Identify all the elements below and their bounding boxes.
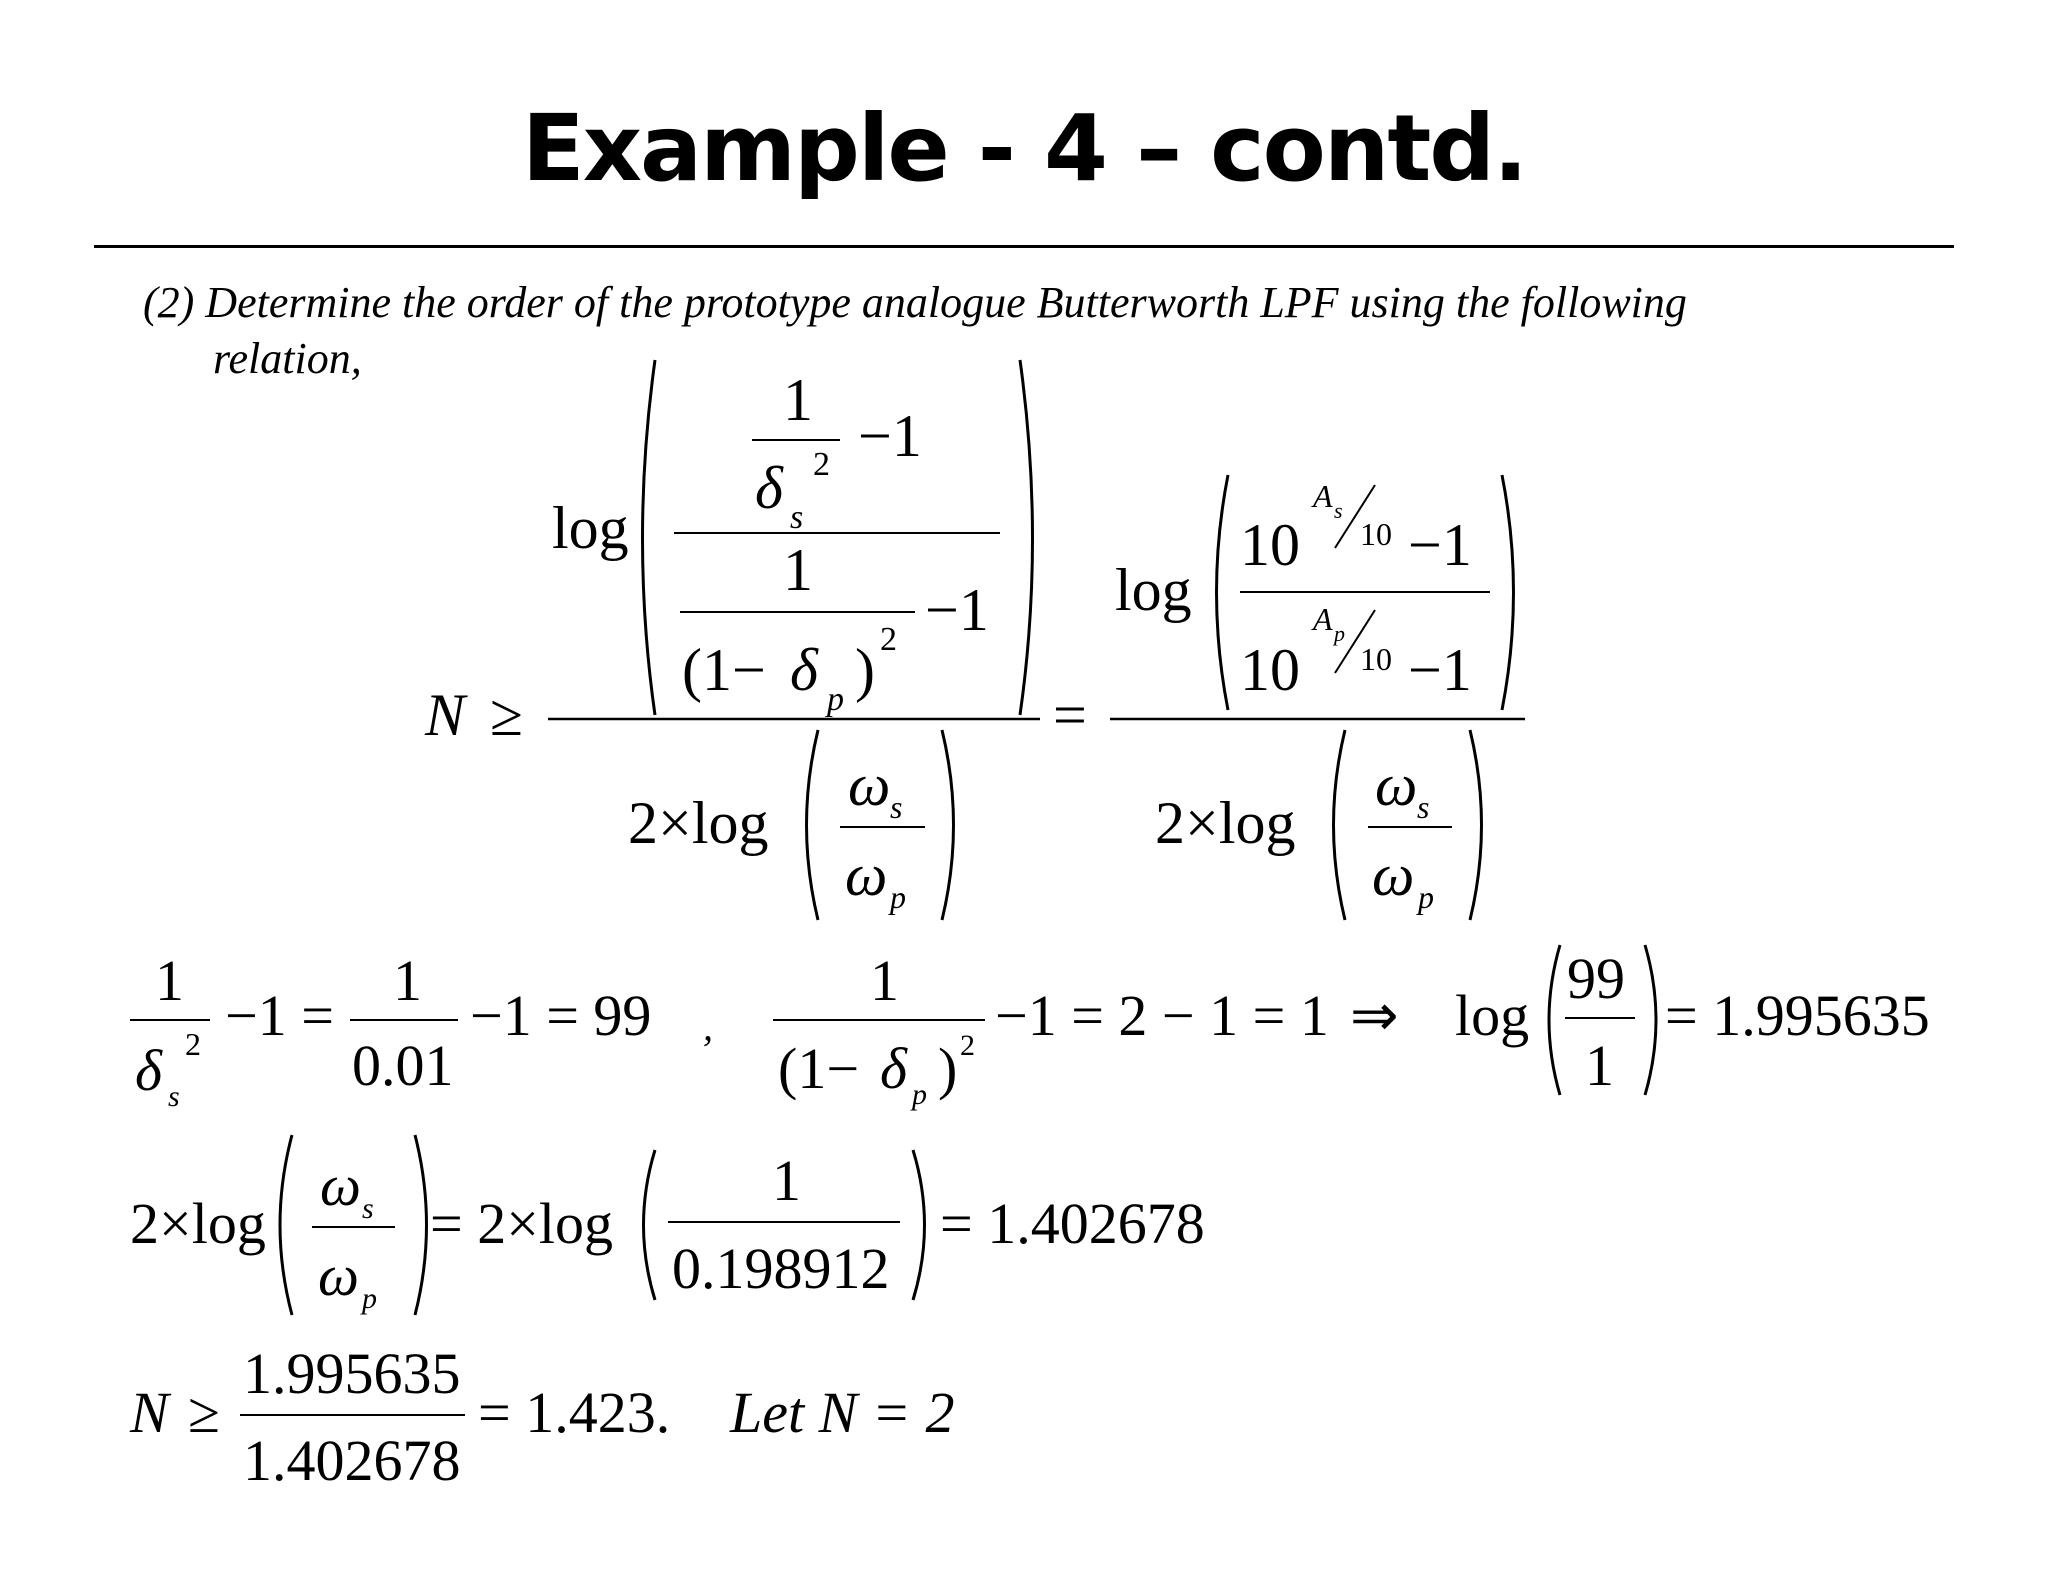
close-paren-b: ) [855, 637, 875, 703]
l3-N: N [129, 1380, 172, 1445]
one-minus-open-b: (1− [682, 637, 766, 703]
l1-part3: −1 = 2 − 1 = 1 [995, 983, 1329, 1048]
exp-slash-a [1334, 484, 1376, 549]
l3-let: Let N = 2 [729, 1380, 954, 1445]
ten-b: 10 [1240, 637, 1300, 703]
l1-paren-close [1643, 944, 1658, 1096]
l2-mid: = 2×log [430, 1191, 613, 1256]
l1-part2: −1 = 99 [470, 983, 651, 1048]
l1-comma: , [703, 1004, 713, 1049]
l3-num: 1.995635 [243, 1341, 461, 1406]
sub-s-right: s [1417, 789, 1429, 825]
paren-close-right [1500, 474, 1515, 711]
sub-p-right: p [1416, 879, 1434, 915]
l1-ninety-nine: 99 [1567, 946, 1625, 1011]
l1-one-d: 1 [1585, 1033, 1614, 1098]
l1-implies: ⇒ [1350, 983, 1399, 1048]
l1-sup-2: 2 [185, 1026, 201, 1062]
title-divider [94, 245, 1954, 248]
l2-paren-open [278, 1134, 294, 1316]
ten-a: 10 [1240, 512, 1300, 578]
exp-A-p: A [1311, 601, 1333, 637]
sub-p-b: p [825, 681, 844, 718]
l1-sup-2-b: 2 [960, 1029, 975, 1062]
sup-2-b: 2 [880, 621, 897, 658]
l1-delta-s: δ [135, 1038, 163, 1103]
slide-title: Example - 4 – contd. [521, 95, 1528, 202]
left-paren-big [641, 359, 657, 716]
computation-line-1: 1 δ s 2 −1 = 1 0.01 −1 = 99 , 1 (1− δ p … [130, 944, 1930, 1113]
delta-p-b: δ [790, 637, 819, 703]
exp-slash-b [1334, 609, 1376, 674]
two-times-log-right: 2×log [1155, 790, 1296, 856]
l2-paren-close-b [911, 1149, 926, 1301]
exp-A-s: A [1311, 478, 1333, 514]
minus-one-d: −1 [1408, 637, 1472, 703]
exp-ten-b: 10 [1360, 641, 1392, 677]
num-one-b: 1 [783, 537, 813, 603]
l1-denom: 0.01 [352, 1033, 454, 1098]
paren-open-ws-right [1332, 729, 1347, 921]
exp-sub-s: s [1334, 498, 1343, 523]
omega-s-left: ω [848, 752, 890, 818]
l2-omega-p: ω [318, 1243, 359, 1308]
l2-denom: 0.198912 [672, 1236, 890, 1301]
l3-den: 1.402678 [243, 1428, 461, 1493]
l1-close-paren: ) [938, 1036, 957, 1101]
sub-s-a: s [790, 499, 803, 536]
l1-result: = 1.995635 [1665, 983, 1930, 1048]
paren-open-right [1215, 474, 1230, 711]
l1-sub-p: p [910, 1078, 927, 1111]
l1-sub-s: s [168, 1080, 180, 1113]
l2-one: 1 [772, 1148, 801, 1213]
l2-two-times-log: 2×log [130, 1191, 266, 1256]
paren-close-ws-right [1468, 729, 1483, 921]
l1-one-minus-open: (1− [778, 1036, 859, 1101]
l2-omega-s: ω [320, 1153, 361, 1218]
right-paren-big [1018, 359, 1034, 716]
l2-result: = 1.402678 [940, 1191, 1205, 1256]
delta-s-a: δ [755, 455, 784, 521]
omega-s-right: ω [1375, 752, 1417, 818]
l1-paren-open [1547, 944, 1562, 1096]
log-right: log [1115, 557, 1192, 623]
paren-close-ws-left [940, 729, 955, 921]
l2-paren-open-b [642, 1149, 657, 1301]
l1-delta-p: δ [880, 1036, 908, 1101]
computation-line-2: 2×log ω s ω p = 2×log 1 0.198912 = 1.402… [130, 1134, 1205, 1316]
omega-p-left: ω [845, 842, 887, 908]
l2-paren-close [413, 1134, 428, 1316]
minus-one-c: −1 [1408, 512, 1472, 578]
paren-open-ws-left [805, 729, 820, 921]
intro-line-1: (2) Determine the order of the prototype… [143, 278, 1687, 327]
minus-one-a: −1 [858, 403, 922, 469]
minus-one-b: −1 [925, 577, 989, 643]
l1-one-c: 1 [870, 948, 899, 1013]
num-one-a: 1 [783, 367, 813, 433]
var-N: N [424, 682, 468, 748]
l1-one: 1 [155, 948, 184, 1013]
geq-symbol: ≥ [490, 682, 523, 748]
l3-result: = 1.423. [478, 1380, 670, 1445]
computation-line-3: N ≥ 1.995635 1.402678 = 1.423. Let N = 2 [129, 1341, 954, 1493]
omega-p-right: ω [1372, 842, 1414, 908]
l2-sub-s: s [362, 1192, 374, 1225]
intro-text: (2) Determine the order of the prototype… [143, 275, 1687, 387]
exp-sub-p: p [1332, 621, 1345, 646]
l2-sub-p: p [360, 1282, 377, 1315]
equals-middle: = [1053, 682, 1087, 748]
sub-p-left: p [888, 879, 906, 915]
two-times-log-left: 2×log [628, 790, 769, 856]
order-inequality: N ≥ log 1 δ s 2 −1 1 (1− δ p ) 2 −1 2×lo… [424, 359, 1525, 921]
sup-2-a: 2 [813, 446, 830, 483]
l1-part1: −1 = [225, 983, 334, 1048]
l3-geq: ≥ [188, 1380, 220, 1445]
sub-s-left: s [890, 789, 902, 825]
l1-one-b: 1 [393, 948, 422, 1013]
intro-line-2: relation, [213, 334, 362, 383]
l1-log: log [1455, 983, 1529, 1048]
log-left: log [552, 495, 629, 561]
exp-ten-a: 10 [1360, 516, 1392, 552]
